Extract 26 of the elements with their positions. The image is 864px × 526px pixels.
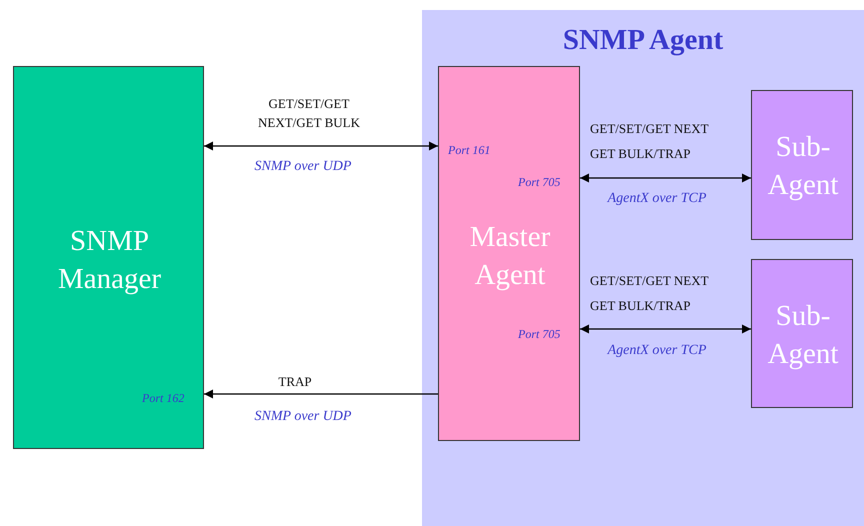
arrow <box>204 142 438 150</box>
arrow <box>204 390 438 398</box>
manager-box <box>13 66 204 449</box>
protocol-label: AgentX over TCP <box>606 343 708 359</box>
protocol-label: SNMP over UDP <box>254 409 352 425</box>
sub-agent-box <box>751 90 853 240</box>
node-title: Sub-Agent <box>766 130 840 203</box>
port-label: Port 162 <box>142 391 184 406</box>
master-agent-box <box>438 66 580 441</box>
edge-label: TRAP <box>277 373 313 391</box>
edge-label: GET/SET/GET NEXT/GET BULK <box>257 95 361 132</box>
node-title: Sub-Agent <box>766 299 840 372</box>
sub-agent-box <box>751 259 853 408</box>
port-label: Port 705 <box>518 327 560 342</box>
arrow <box>580 324 751 334</box>
protocol-label: AgentX over TCP <box>606 191 708 207</box>
edge-label: GET/SET/GET NEXT GET BULK/TRAP <box>590 120 710 163</box>
port-label: Port 161 <box>448 143 490 158</box>
node-title: Master Agent <box>468 220 552 293</box>
node-title: SNMP Manager <box>56 224 162 297</box>
arrow <box>580 174 751 182</box>
panel-title: SNMP Agent <box>562 24 724 57</box>
port-label: Port 705 <box>518 175 560 190</box>
agent-panel <box>422 10 864 526</box>
protocol-label: SNMP over UDP <box>254 159 352 175</box>
edge-label: GET/SET/GET NEXT GET BULK/TRAP <box>590 272 710 315</box>
